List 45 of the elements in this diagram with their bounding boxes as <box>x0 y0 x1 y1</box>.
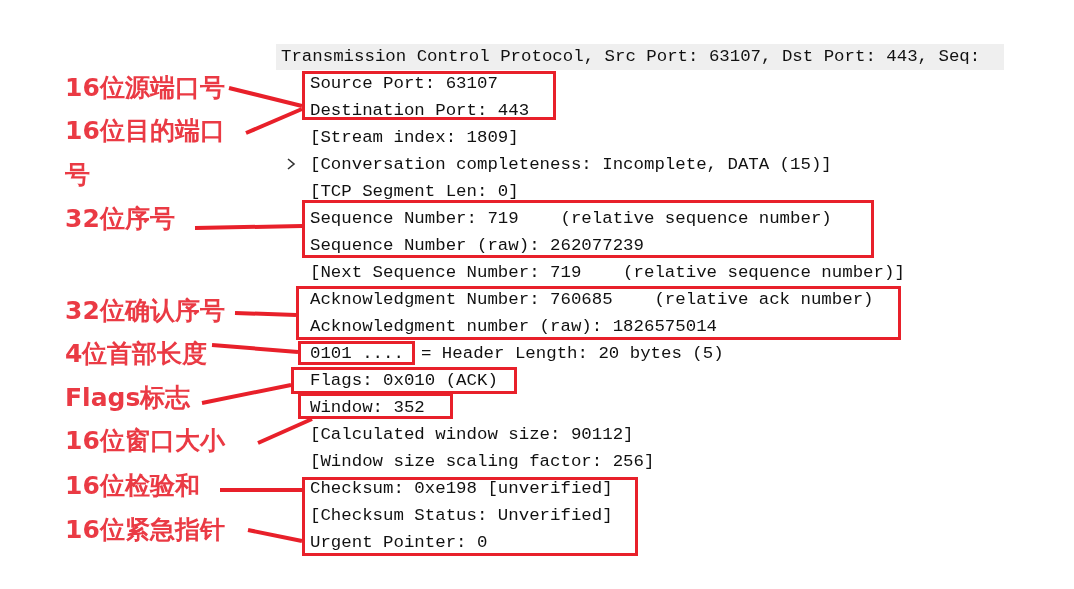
highlight-box <box>302 71 556 120</box>
field-line: Acknowledgment Number: 760685 (relative ack number) <box>310 288 874 311</box>
leader-line <box>220 488 302 492</box>
field-line: Acknowledgment number (raw): 1826575014 <box>310 315 717 338</box>
leader-line <box>247 528 303 543</box>
field-line: Checksum: 0xe198 [unverified] <box>310 477 613 500</box>
field-line: [Next Sequence Number: 719 (relative sequence number)] <box>310 261 905 284</box>
highlight-box <box>291 367 517 394</box>
field-line: Window: 352 <box>310 396 425 419</box>
highlight-box <box>302 477 638 556</box>
leader-line <box>211 343 299 354</box>
highlight-box <box>296 286 901 340</box>
highlight-box <box>302 200 874 258</box>
field-line: [Stream index: 1809] <box>310 126 519 149</box>
callout-label: 16位检验和 <box>65 464 265 508</box>
field-line: Sequence Number (raw): 262077239 <box>310 234 644 257</box>
callout-label: 32位序号 <box>65 197 265 241</box>
leader-line <box>257 417 313 445</box>
leader-line <box>234 311 297 317</box>
highlight-box <box>298 341 415 365</box>
leader-line <box>245 107 303 135</box>
field-line: Flags: 0x010 (ACK) <box>310 369 498 392</box>
header-row: Transmission Control Protocol, Src Port: 63107, Dst Port: 443, Seq: <box>276 44 1004 70</box>
field-line: = Header Length: 20 bytes (5) <box>421 342 724 365</box>
callout-label: 16位窗口大小 <box>65 419 265 463</box>
leader-line <box>194 224 303 230</box>
field-line: Source Port: 63107 <box>310 72 498 95</box>
leader-line <box>201 383 292 405</box>
callout-label: Flags标志 <box>65 376 265 420</box>
callout-label: 32位确认序号 <box>65 289 265 333</box>
field-line: Sequence Number: 719 (relative sequence number) <box>310 207 832 230</box>
field-line: Urgent Pointer: 0 <box>310 531 488 554</box>
field-line: [Window size scaling factor: 256] <box>310 450 655 473</box>
field-line: [Conversation completeness: Incomplete, DATA (15)] <box>310 153 832 176</box>
leader-line <box>228 86 303 108</box>
callout-label: 16位源端口号 <box>65 66 265 110</box>
field-line: [Checksum Status: Unverified] <box>310 504 613 527</box>
callout-label: 16位目的端口号 <box>65 109 237 197</box>
callout-label: 4位首部长度 <box>65 332 265 376</box>
field-line: [Calculated window size: 90112] <box>310 423 634 446</box>
callout-label: 16位紧急指针 <box>65 508 265 552</box>
highlight-box <box>298 393 453 419</box>
field-line: 0101 .... <box>310 342 404 365</box>
field-line: [TCP Segment Len: 0] <box>310 180 519 203</box>
field-line: Destination Port: 443 <box>310 99 530 122</box>
